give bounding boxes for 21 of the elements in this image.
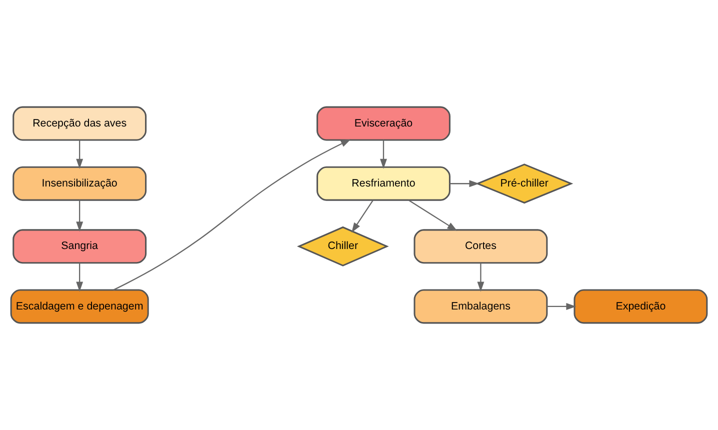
- arrow: [76, 262, 84, 292]
- node-diamond: Chiller: [296, 226, 389, 266]
- node-box: Cortes: [414, 229, 548, 264]
- arrow: [76, 200, 84, 232]
- node-diamond: Pré-chiller: [476, 164, 574, 204]
- arrow: [477, 262, 484, 292]
- arrow: [450, 180, 480, 188]
- node-box: Recepção das aves: [12, 106, 147, 141]
- node-box: Evisceração: [316, 106, 450, 141]
- arrow: [76, 140, 84, 169]
- arrow: [380, 140, 387, 169]
- arrow: [113, 139, 351, 290]
- node-box: Resfriamento: [316, 166, 450, 201]
- arrow: [352, 200, 374, 233]
- node-box: Expedição: [574, 289, 708, 324]
- node-box: Escaldagem e depenagem: [10, 289, 149, 324]
- arrow: [546, 302, 576, 310]
- arrow: [408, 200, 458, 231]
- node-box: Insensibilização: [12, 166, 147, 201]
- node-box: Embalagens: [414, 289, 548, 324]
- node-box: Sangria: [12, 229, 147, 264]
